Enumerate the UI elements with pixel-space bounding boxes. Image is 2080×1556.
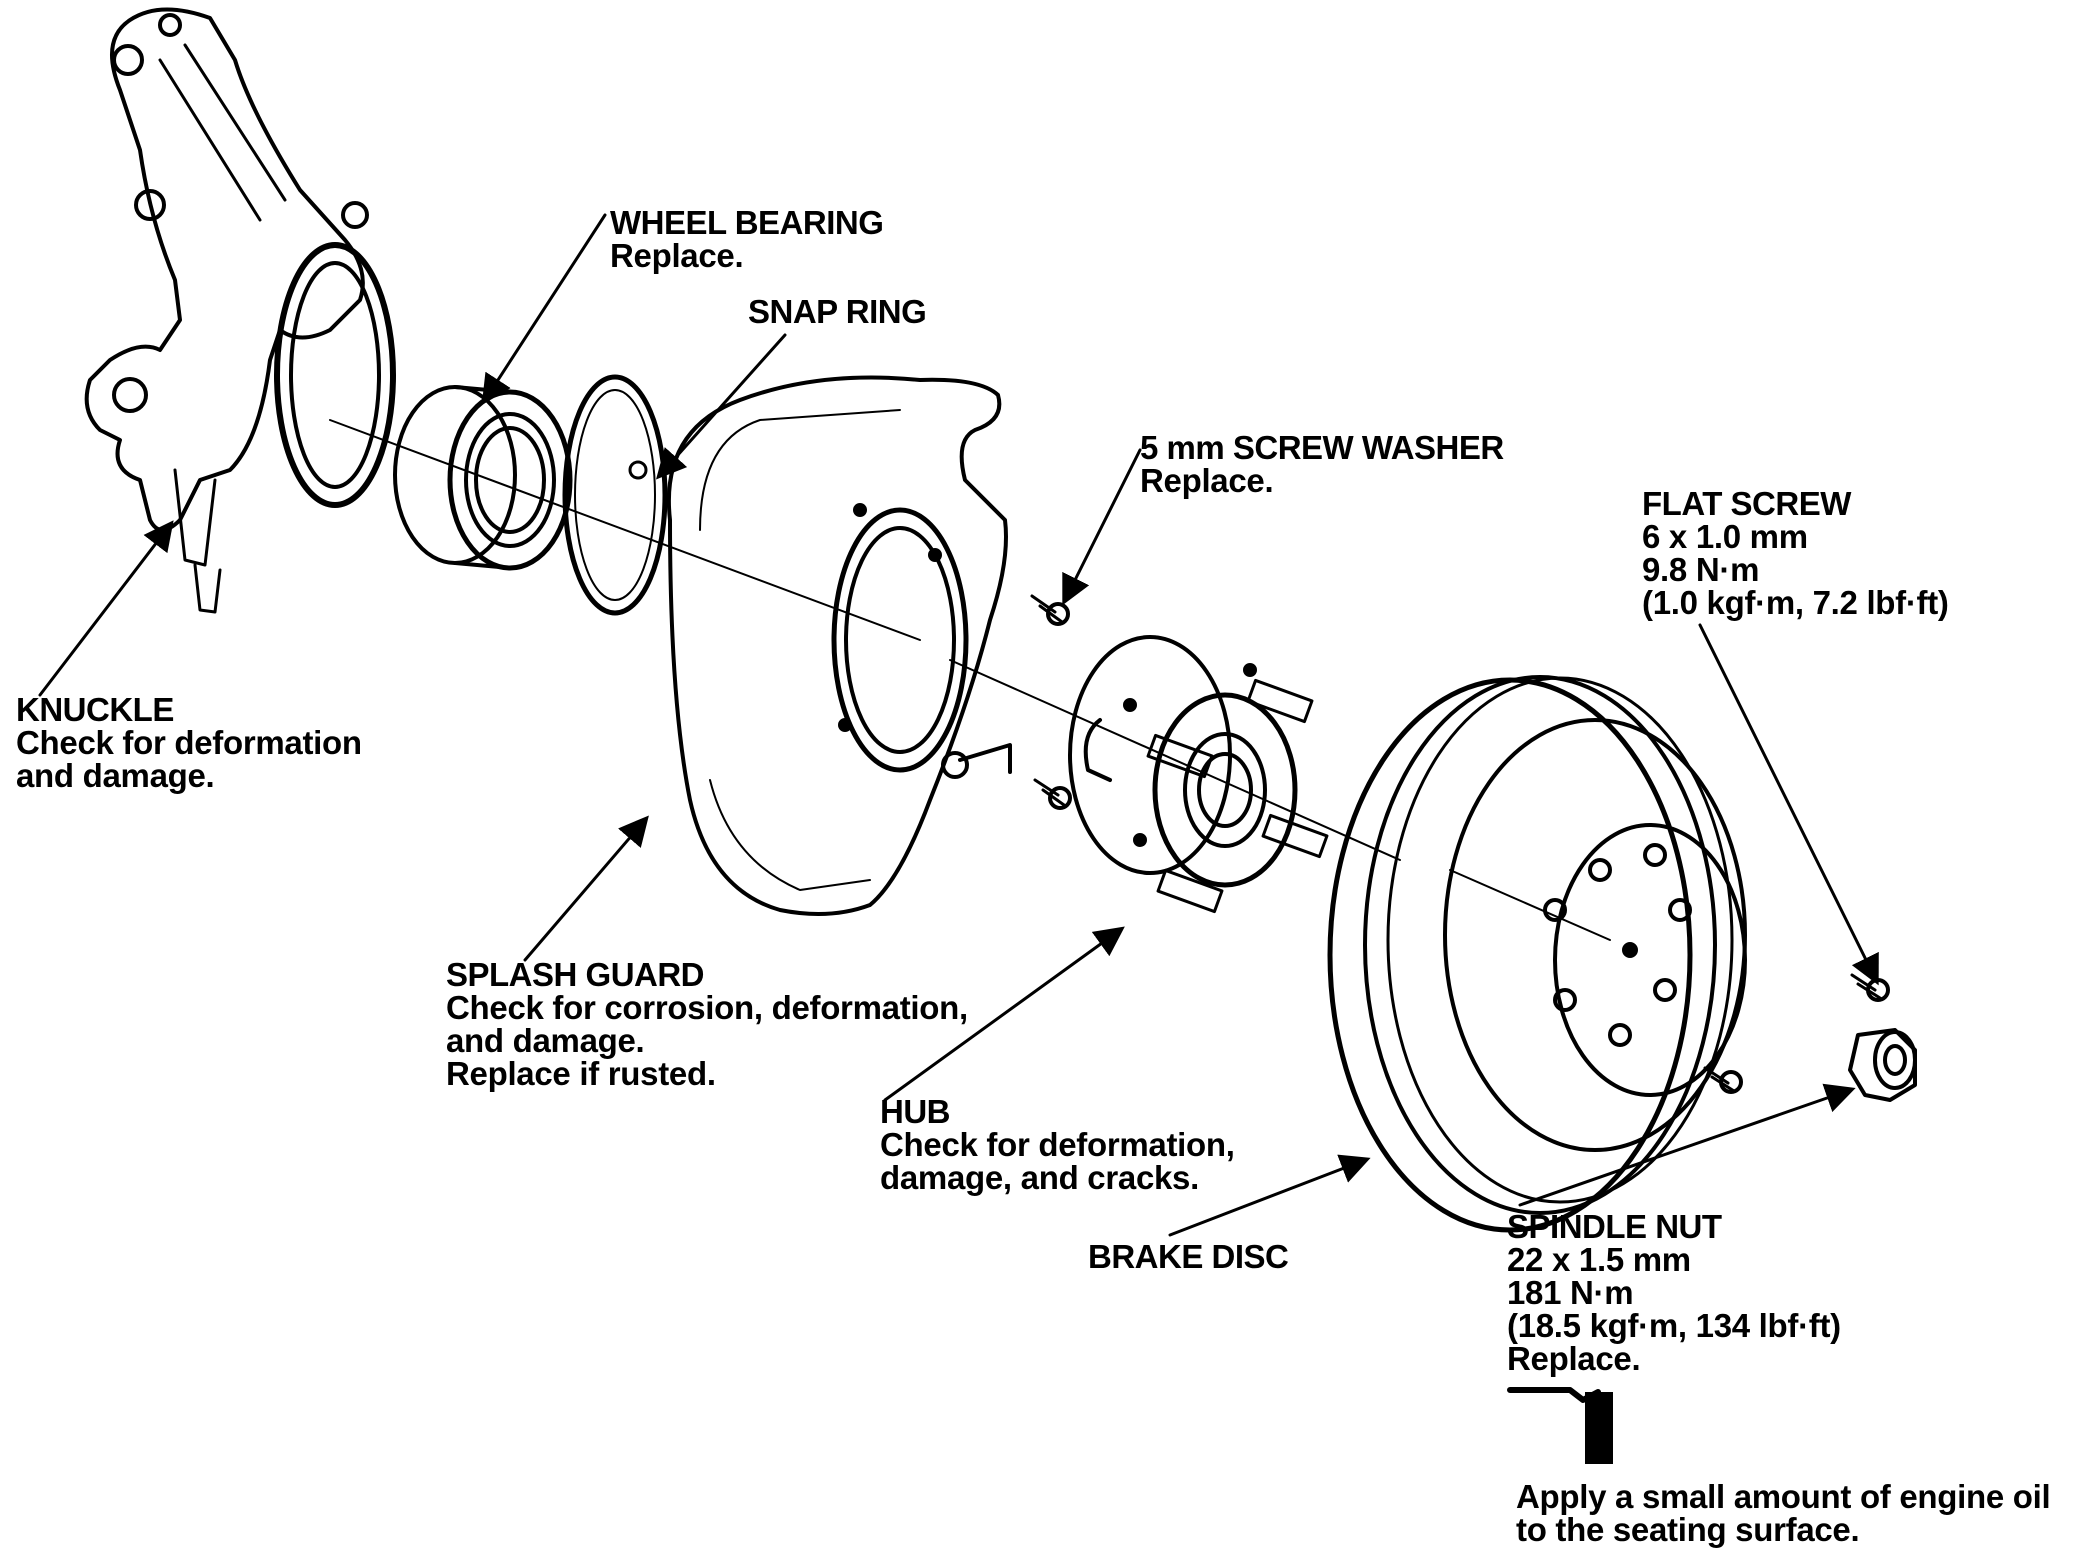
label-screw-washer: 5 mm SCREW WASHER Replace. — [1140, 431, 1504, 497]
splash-guard-part — [666, 375, 1012, 916]
leader-brake-disc — [1168, 1154, 1371, 1237]
screw-washer-title: 5 mm SCREW WASHER — [1140, 429, 1504, 466]
snap-ring-part — [562, 374, 668, 616]
knuckle-line-2: and damage. — [16, 757, 215, 794]
leader-snap-ring — [656, 333, 787, 480]
wheel-bearing-title: WHEEL BEARING — [610, 204, 884, 241]
flat-screw-line-1: 6 x 1.0 mm — [1642, 518, 1808, 555]
screw-washer-line-1: Replace. — [1140, 462, 1274, 499]
spindle-nut-line-3: (18.5 kgf·m, 134 lbf·ft) — [1507, 1307, 1841, 1344]
screw-washer-part — [941, 594, 1072, 810]
label-hub: HUB Check for deformation, damage, and c… — [880, 1095, 1235, 1194]
hub-part — [1068, 635, 1329, 914]
spindle-nut-part — [1848, 1028, 1917, 1102]
spindle-nut-title: SPINDLE NUT — [1507, 1208, 1722, 1245]
leader-splash-guard — [523, 815, 649, 962]
assembly-centerline — [329, 419, 1611, 941]
label-wheel-bearing: WHEEL BEARING Replace. — [610, 204, 884, 274]
label-brake-disc: BRAKE DISC — [1088, 1238, 1289, 1275]
spindle-nut-line-2: 181 N·m — [1507, 1274, 1634, 1311]
knuckle-part — [84, 7, 396, 614]
wheel-bearing-line-1: Replace. — [610, 237, 744, 274]
label-oil-note: Apply a small amount of engine oil to th… — [1516, 1478, 2051, 1548]
hub-title: HUB — [880, 1093, 950, 1130]
brake-disc-title: BRAKE DISC — [1088, 1238, 1289, 1275]
label-snap-ring: SNAP RING — [748, 293, 927, 330]
leader-wheel-bearing — [481, 213, 607, 406]
spindle-nut-line-1: 22 x 1.5 mm — [1507, 1241, 1691, 1278]
leader-hub — [883, 926, 1125, 1102]
flat-screw-line-3: (1.0 kgf·m, 7.2 lbf·ft) — [1642, 584, 1949, 621]
snap-ring-title: SNAP RING — [748, 293, 927, 330]
knuckle-title: KNUCKLE — [16, 691, 174, 728]
splash-guard-line-1: Check for corrosion, deformation, — [446, 989, 968, 1026]
knuckle-line-1: Check for deformation — [16, 724, 362, 761]
label-splash-guard: SPLASH GUARD Check for corrosion, deform… — [446, 958, 968, 1090]
leader-spindle-nut — [1518, 1083, 1856, 1207]
splash-guard-title: SPLASH GUARD — [446, 956, 705, 993]
oil-can-icon — [1507, 1387, 1613, 1464]
oil-note-line-2: to the seating surface. — [1516, 1511, 1860, 1548]
oil-note-line-1: Apply a small amount of engine oil — [1516, 1478, 2051, 1515]
label-knuckle: KNUCKLE Check for deformation and damage… — [16, 693, 362, 792]
flat-screw-title: FLAT SCREW — [1642, 485, 1851, 522]
flat-screw-line-2: 9.8 N·m — [1642, 551, 1760, 588]
leader-screw-washer — [1062, 448, 1142, 606]
spindle-nut-line-4: Replace. — [1507, 1340, 1641, 1377]
splash-guard-line-2: and damage. — [446, 1022, 645, 1059]
brake-disc-part — [1327, 675, 1747, 1233]
splash-guard-line-3: Replace if rusted. — [446, 1055, 716, 1092]
hub-line-1: Check for deformation, — [880, 1126, 1235, 1163]
leader-knuckle — [38, 520, 174, 697]
label-flat-screw: FLAT SCREW 6 x 1.0 mm 9.8 N·m (1.0 kgf·m… — [1642, 487, 1949, 619]
label-spindle-nut: SPINDLE NUT 22 x 1.5 mm 181 N·m (18.5 kg… — [1507, 1210, 1841, 1375]
leader-flat-screw — [1698, 623, 1879, 986]
hub-line-2: damage, and cracks. — [880, 1159, 1199, 1196]
